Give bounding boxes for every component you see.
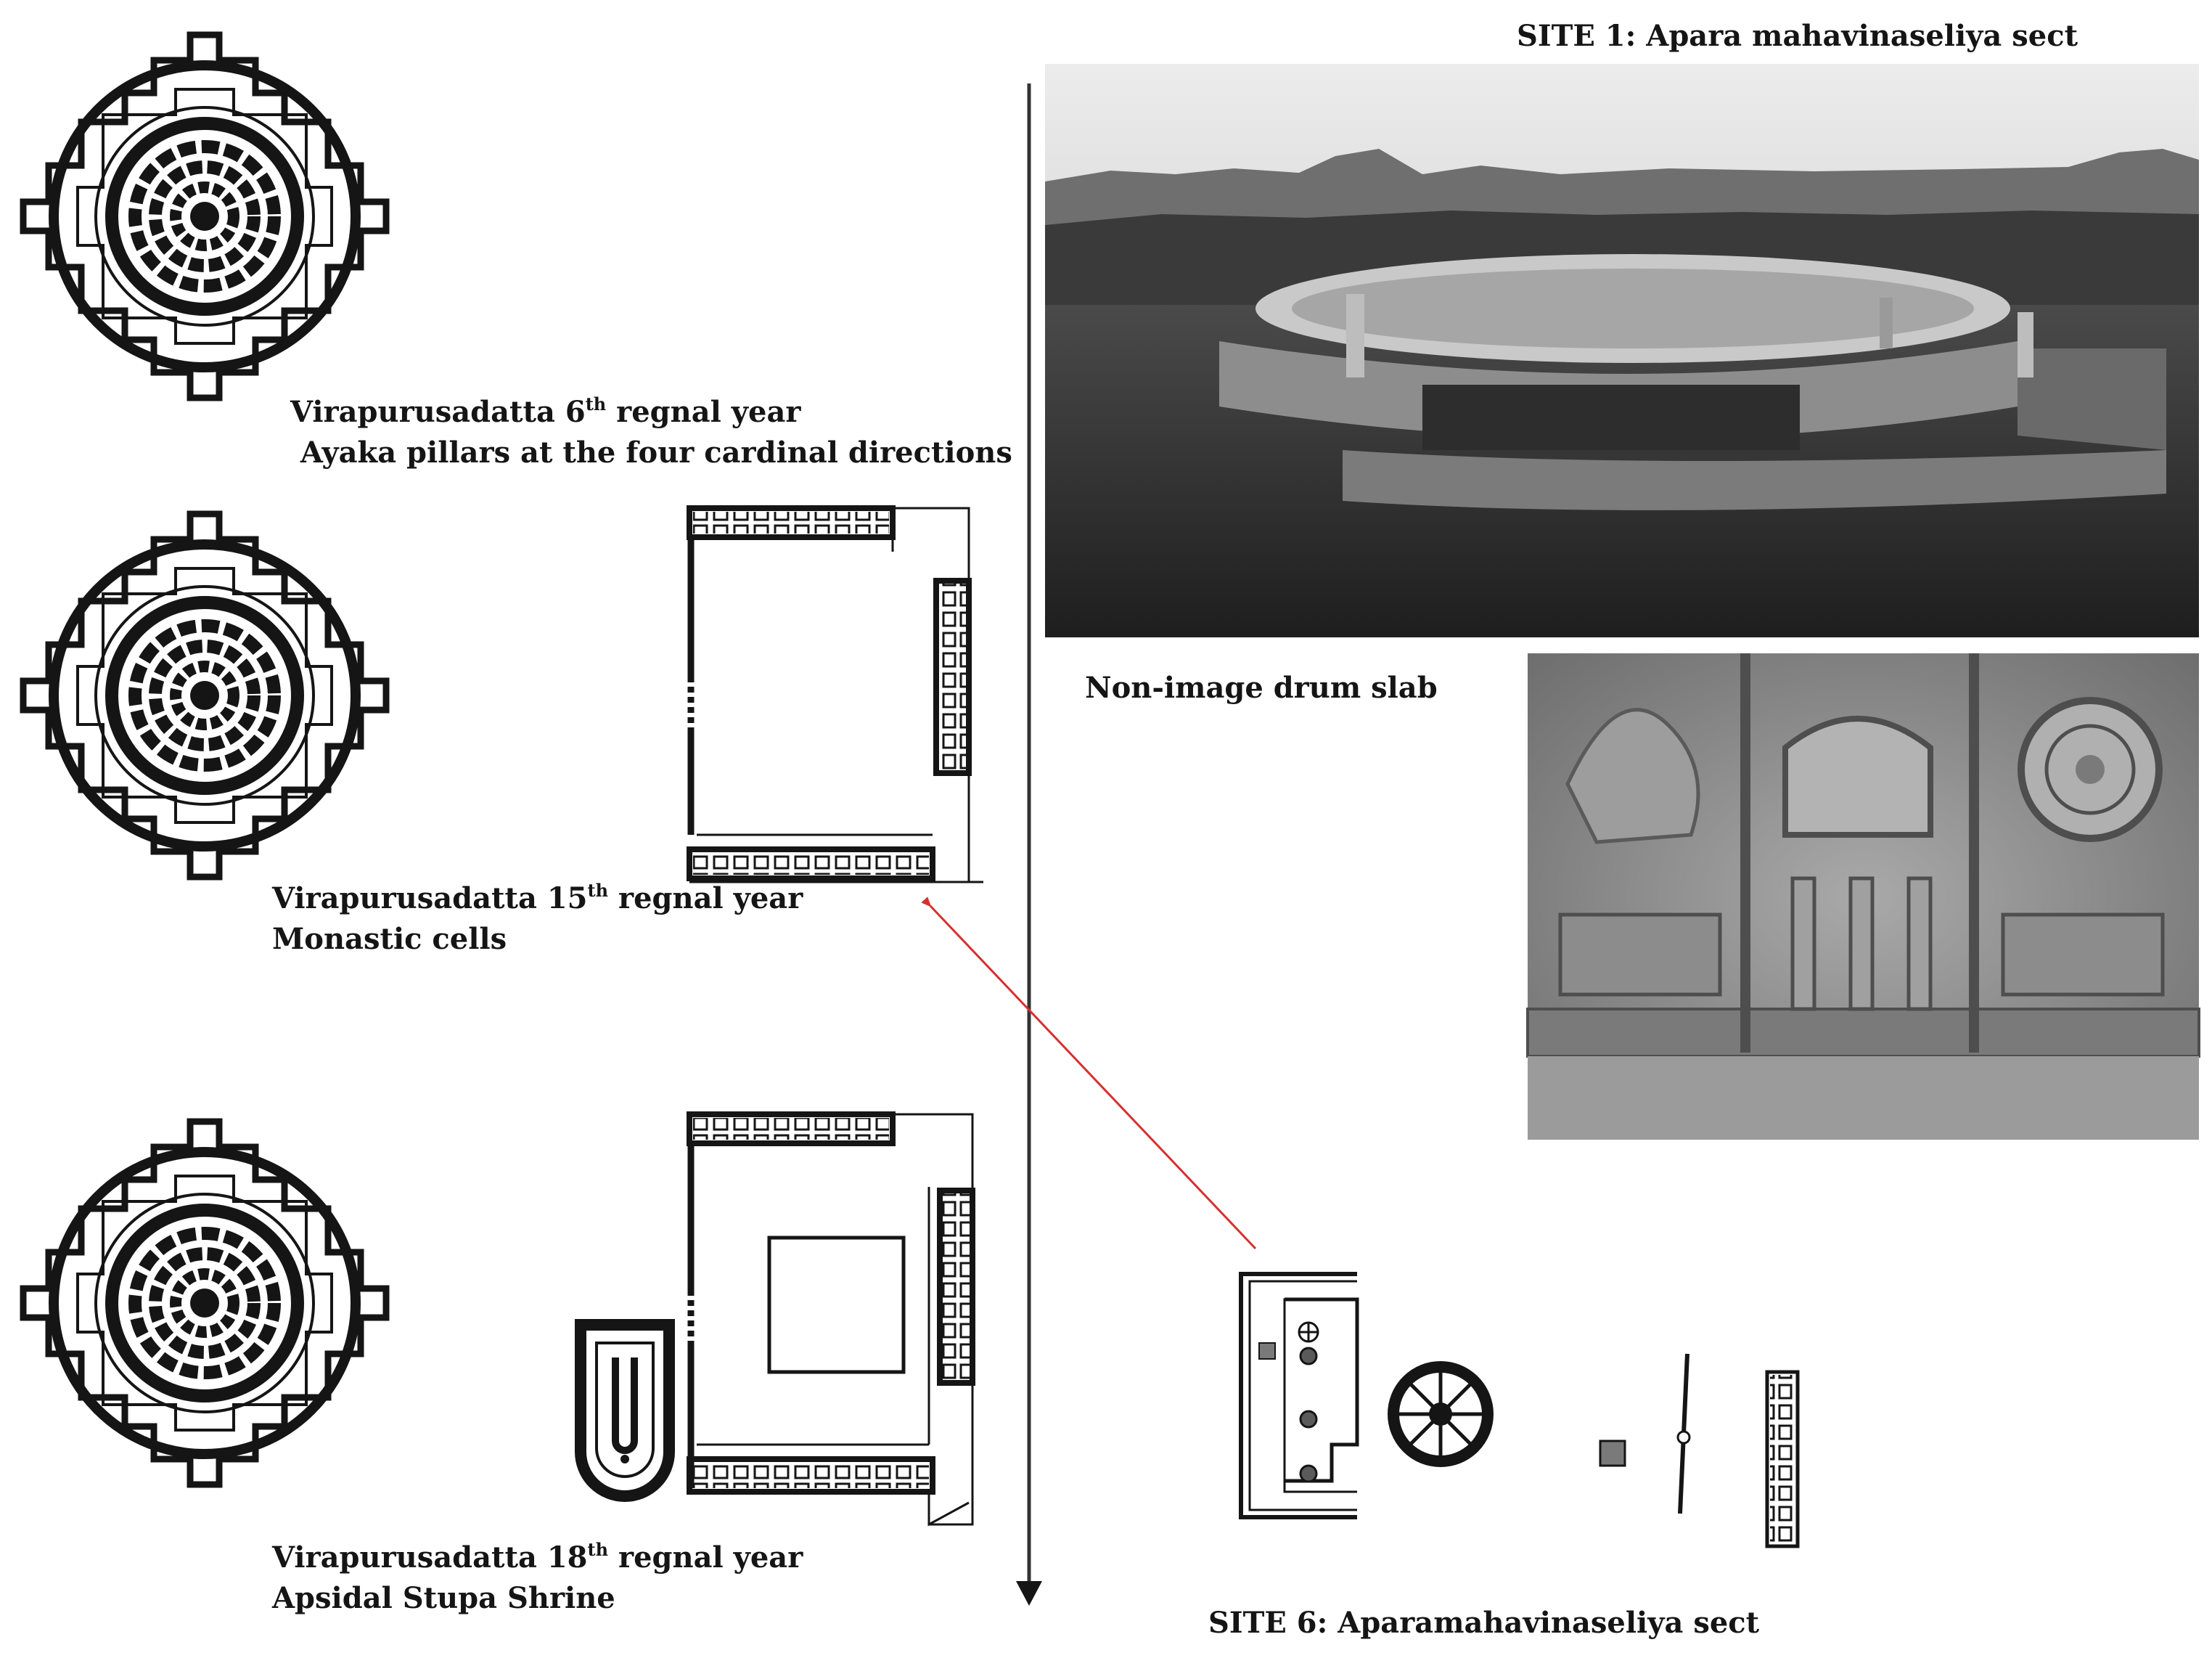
red-arrow-icon [921,897,1257,1250]
phase1-title: Virapurusadatta 6th regnal year [290,393,801,429]
site1-photograph [1045,64,2199,637]
site1-heading: SITE 1: Apara mahavinaseliya sect [1517,19,2078,53]
phase3-caption: Virapurusadatta 18th regnal year Apsidal… [272,1538,803,1619]
stupa-plan-icon [23,514,386,877]
drum-slab-label: Non-image drum slab [1085,671,1438,705]
monastery-shrine-plan [575,1111,975,1527]
phase2-caption: Virapurusadatta 15th regnal year Monasti… [272,878,803,960]
site6-plan [1239,1272,1800,1548]
phase3-title: Virapurusadatta 18th regnal year [272,1538,803,1575]
site6-heading: SITE 6: Aparamahavinaseliya sect [1208,1606,1760,1640]
down-arrow-icon [1016,1581,1042,1606]
drum-slab-relief [1526,653,2200,1140]
phase2-detail: Monastic cells [272,922,507,956]
phase1-caption: Virapurusadatta 6th regnal year Ayaka pi… [290,392,1012,473]
phase2-title: Virapurusadatta 15th regnal year [272,879,803,915]
phase1-detail: Ayaka pillars at the four cardinal direc… [290,436,1012,470]
phase3-detail: Apsidal Stupa Shrine [272,1581,615,1615]
stupa-plan-icon [23,35,386,398]
stupa-plan-icon [23,1122,386,1485]
monastery-plan [687,505,983,883]
